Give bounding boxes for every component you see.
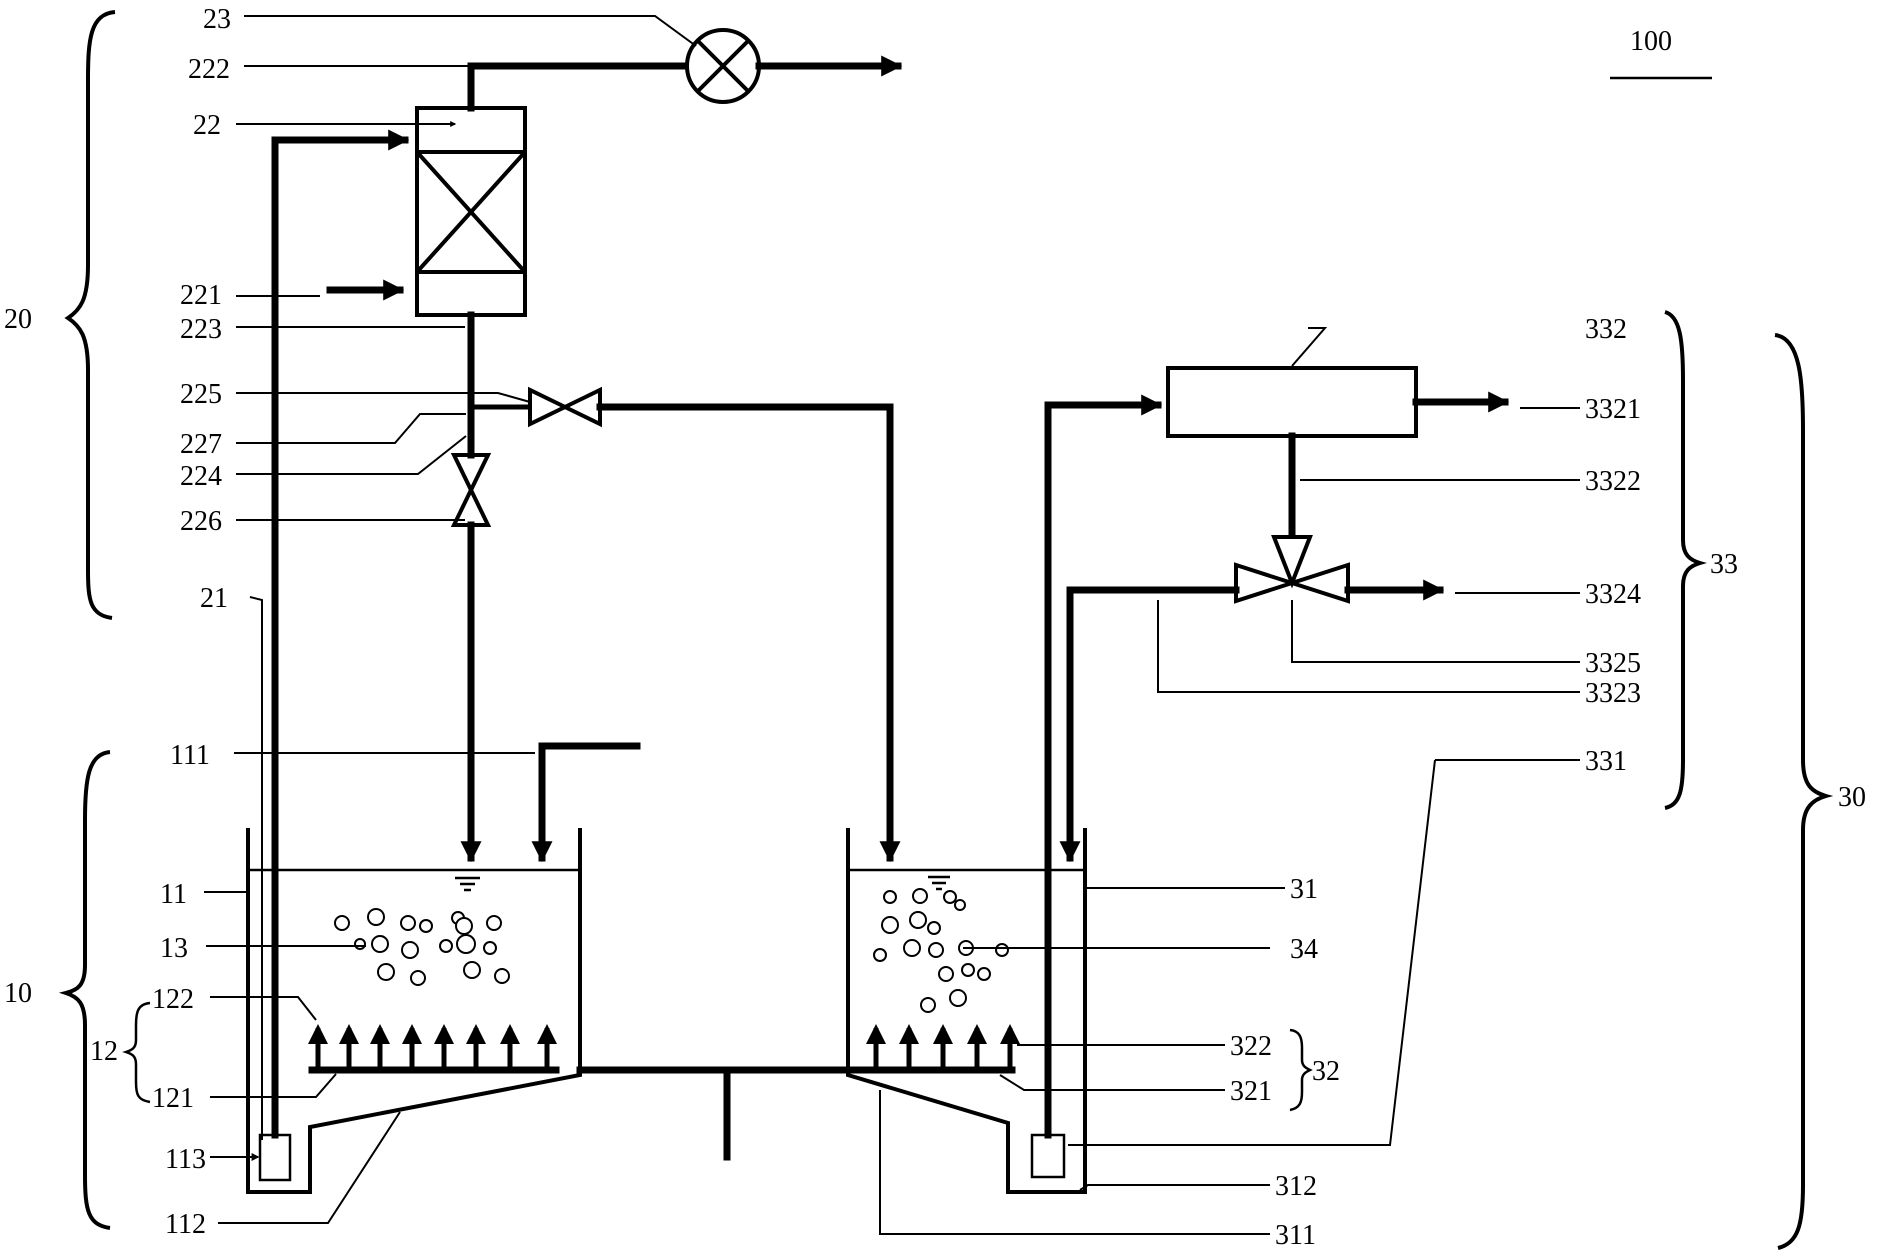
separator-332 — [1166, 366, 1418, 438]
label-222: 222 — [188, 54, 230, 85]
bubbles-34 — [873, 888, 1009, 1013]
water-level-symbol-left — [455, 876, 480, 892]
system-label: 100 — [1630, 26, 1672, 57]
three-way-valve-3325 — [1234, 535, 1350, 604]
label-321: 321 — [1230, 1076, 1272, 1107]
aerator-32 — [840, 1024, 1020, 1074]
leader-lines — [204, 15, 1580, 1235]
label-121: 121 — [152, 1083, 194, 1114]
label-227: 227 — [180, 429, 222, 460]
label-34: 34 — [1290, 934, 1318, 965]
label-225: 225 — [180, 379, 222, 410]
label-322: 322 — [1230, 1031, 1272, 1062]
label-111: 111 — [170, 740, 210, 771]
inlet-111 — [531, 742, 641, 863]
label-13: 13 — [160, 933, 188, 964]
pump-331 — [1030, 1133, 1066, 1179]
label-23: 23 — [203, 4, 231, 35]
label-332: 332 — [1585, 314, 1627, 345]
group-label-32: 32 — [1312, 1056, 1340, 1087]
group-label-10: 10 — [4, 978, 32, 1009]
label-122: 122 — [152, 984, 194, 1015]
label-112: 112 — [165, 1209, 206, 1240]
label-223: 223 — [180, 314, 222, 345]
fan-23 — [685, 28, 761, 104]
label-221: 221 — [180, 280, 222, 311]
brace-group-20 — [64, 10, 116, 620]
group-label-30: 30 — [1838, 782, 1866, 813]
label-224: 224 — [180, 461, 222, 492]
label-3324: 3324 — [1585, 579, 1641, 610]
label-3321: 3321 — [1585, 394, 1641, 425]
label-3325: 3325 — [1585, 648, 1641, 679]
label-331: 331 — [1585, 746, 1627, 777]
label-312: 312 — [1275, 1171, 1317, 1202]
brace-group-32 — [1289, 1028, 1313, 1112]
tank-11 — [246, 828, 582, 1194]
pipe-222 — [467, 62, 688, 112]
aerator-12 — [308, 1024, 560, 1074]
group-label-33: 33 — [1710, 549, 1738, 580]
valve-226 — [450, 453, 492, 527]
air-header-pipe — [576, 1066, 852, 1161]
pipe-from-pump-331 — [1044, 394, 1163, 1139]
label-3322: 3322 — [1585, 466, 1641, 497]
label-21: 21 — [200, 583, 228, 614]
valve-225 — [528, 386, 602, 428]
label-3323: 3323 — [1585, 678, 1641, 709]
brace-group-33 — [1664, 310, 1707, 810]
label-311: 311 — [1275, 1220, 1316, 1251]
pipe-3323-return — [1059, 586, 1240, 863]
label-226: 226 — [180, 506, 222, 537]
pipe-to-tank-31 — [596, 403, 901, 863]
bubbles-13 — [334, 908, 510, 986]
label-22: 22 — [193, 110, 221, 141]
brace-group-30 — [1774, 333, 1834, 1250]
brace-group-12 — [122, 1001, 151, 1104]
label-31: 31 — [1290, 874, 1318, 905]
label-11: 11 — [160, 879, 187, 910]
water-level-symbol-right — [928, 875, 950, 891]
pump-113 — [258, 1133, 292, 1182]
group-label-12: 12 — [90, 1036, 118, 1067]
pipe-21 — [271, 129, 410, 1139]
brace-group-10 — [58, 750, 111, 1230]
group-label-20: 20 — [4, 304, 32, 335]
label-113: 113 — [165, 1144, 206, 1175]
absorption-column-22 — [415, 106, 527, 317]
